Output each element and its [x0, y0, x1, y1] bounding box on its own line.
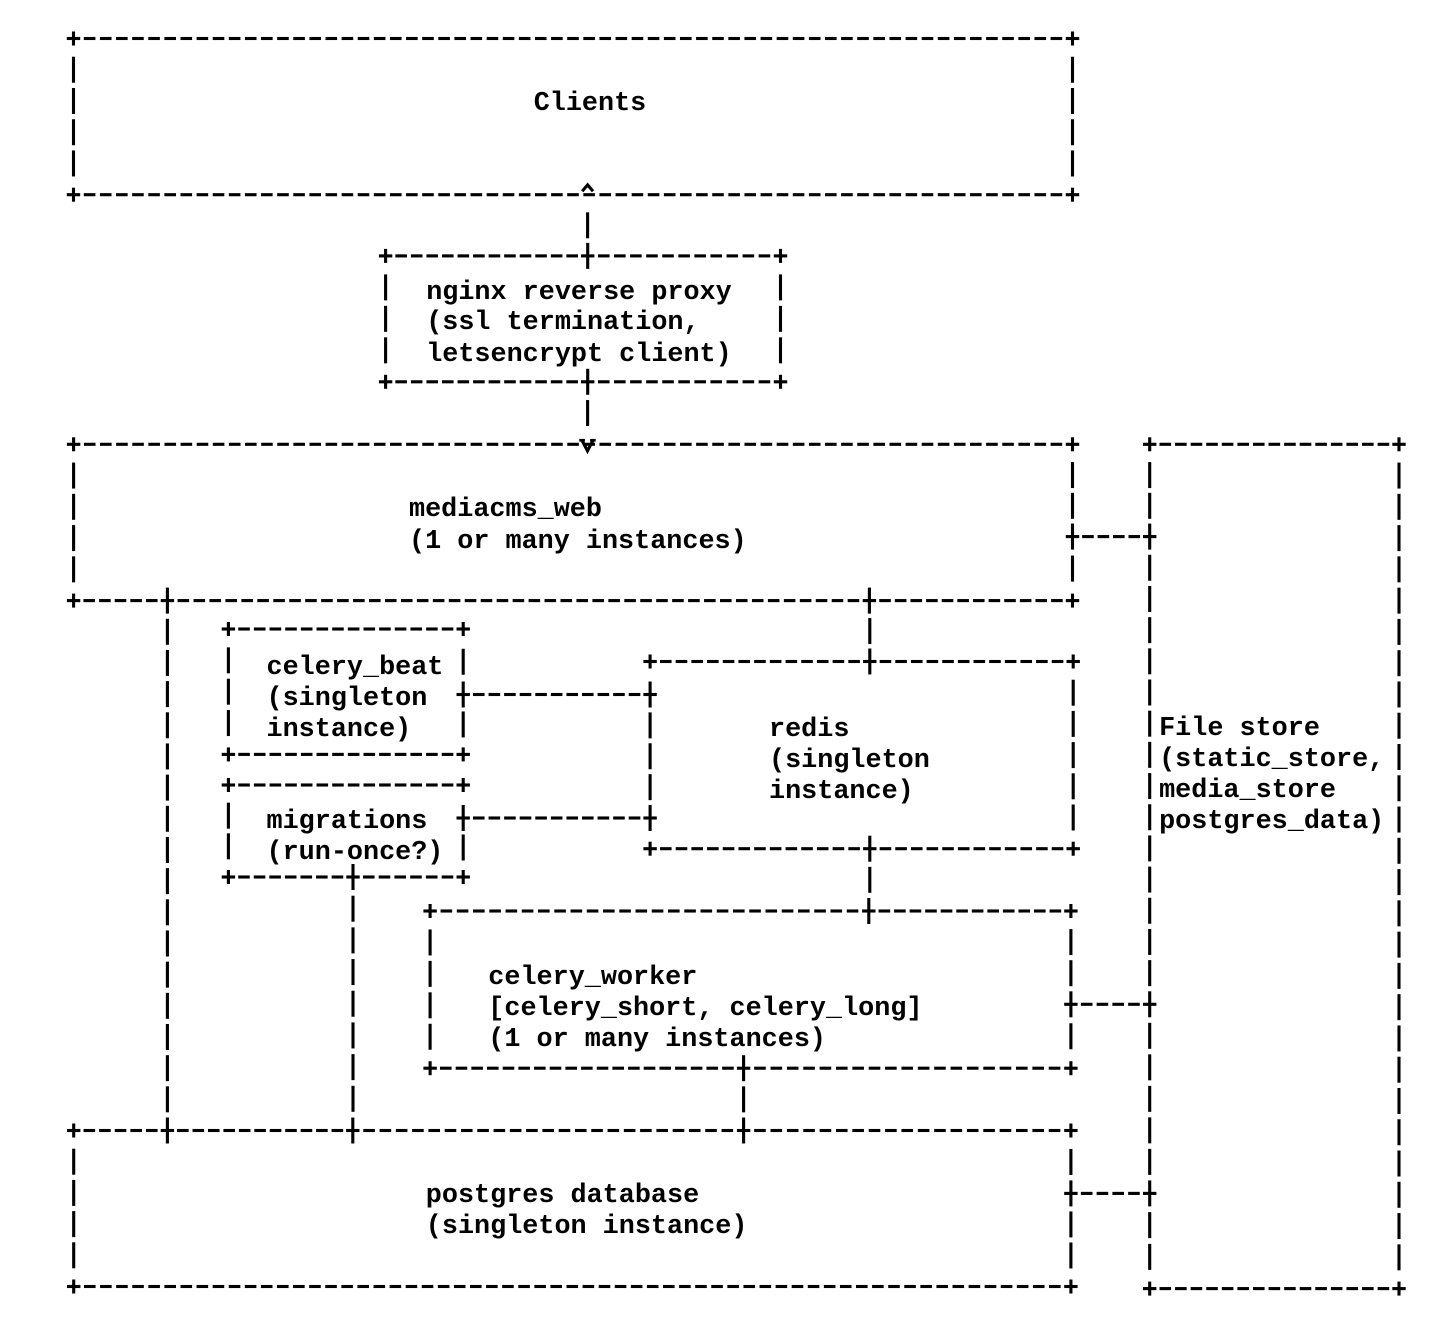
- mediacms-web-box: [66, 437, 1080, 614]
- nginx-box: [378, 242, 788, 395]
- file-store-label-line2: (static_store,: [1159, 744, 1385, 775]
- clients-label: Clients: [533, 89, 647, 120]
- postgres-label-line1: postgres database: [425, 1181, 700, 1212]
- celery-beat-label-line1: celery_beat: [266, 652, 444, 683]
- redis-label-line3: instance): [769, 776, 914, 807]
- migrations-redis-link: [472, 816, 641, 820]
- celery-beat-label-line3: instance): [266, 714, 412, 745]
- postgres-file-store-link: [1080, 1191, 1140, 1195]
- migrations-box: [221, 778, 470, 890]
- nginx-label-line2: (ssl termination,: [426, 308, 700, 339]
- file-store-label-line1: File store: [1159, 713, 1320, 744]
- file-store-box: [1143, 437, 1406, 1296]
- celery-beat-box: [221, 622, 470, 762]
- nginx-mediacms-link: [586, 400, 590, 427]
- redis-box: [643, 648, 1080, 862]
- clients-box: [66, 31, 1080, 202]
- file-store-label-line3: media_store: [1159, 776, 1336, 806]
- clients-nginx-link: [586, 212, 590, 239]
- celery-worker-postgres-link: [742, 1086, 746, 1113]
- celery-beat-redis-link: [472, 692, 641, 697]
- postgres-box: [67, 1117, 1078, 1294]
- celery-worker-label-line3: (1 or many instances): [488, 1025, 826, 1056]
- migrations-postgres-link: [351, 895, 355, 1112]
- celery-worker-box: [423, 898, 1078, 1082]
- migrations-label-line2: (run-once?): [266, 838, 444, 869]
- arrow-down-icon: [579, 438, 596, 455]
- arrow-up-icon: [581, 182, 595, 193]
- mediacms-redis-link: [868, 618, 872, 645]
- postgres-label-line2: (singleton instance): [425, 1212, 748, 1243]
- celery-worker-file-store-link: [1080, 1002, 1140, 1006]
- redis-label-line2: (singleton: [769, 745, 930, 776]
- migrations-label-line1: migrations: [266, 807, 428, 838]
- celery-beat-label-line2: (singleton: [266, 683, 428, 714]
- celery-worker-label-line1: celery_worker: [488, 963, 698, 994]
- mediacms-web-label-line1: mediacms_web: [409, 494, 602, 525]
- mediacms-postgres-link: [165, 618, 169, 1113]
- celery-worker-label-line2: [celery_short, celery_long]: [488, 994, 923, 1025]
- nginx-label-line1: nginx reverse proxy: [426, 278, 732, 309]
- mediacms-file-store-link: [1082, 535, 1141, 539]
- redis-label-line1: redis: [769, 714, 850, 745]
- redis-celery-worker-link: [868, 866, 872, 893]
- nginx-label-line3: letsencrypt client): [426, 339, 732, 370]
- file-store-label-line4: postgres_data): [1159, 807, 1385, 838]
- mediacms-web-label-line2: (1 or many instances): [409, 527, 747, 557]
